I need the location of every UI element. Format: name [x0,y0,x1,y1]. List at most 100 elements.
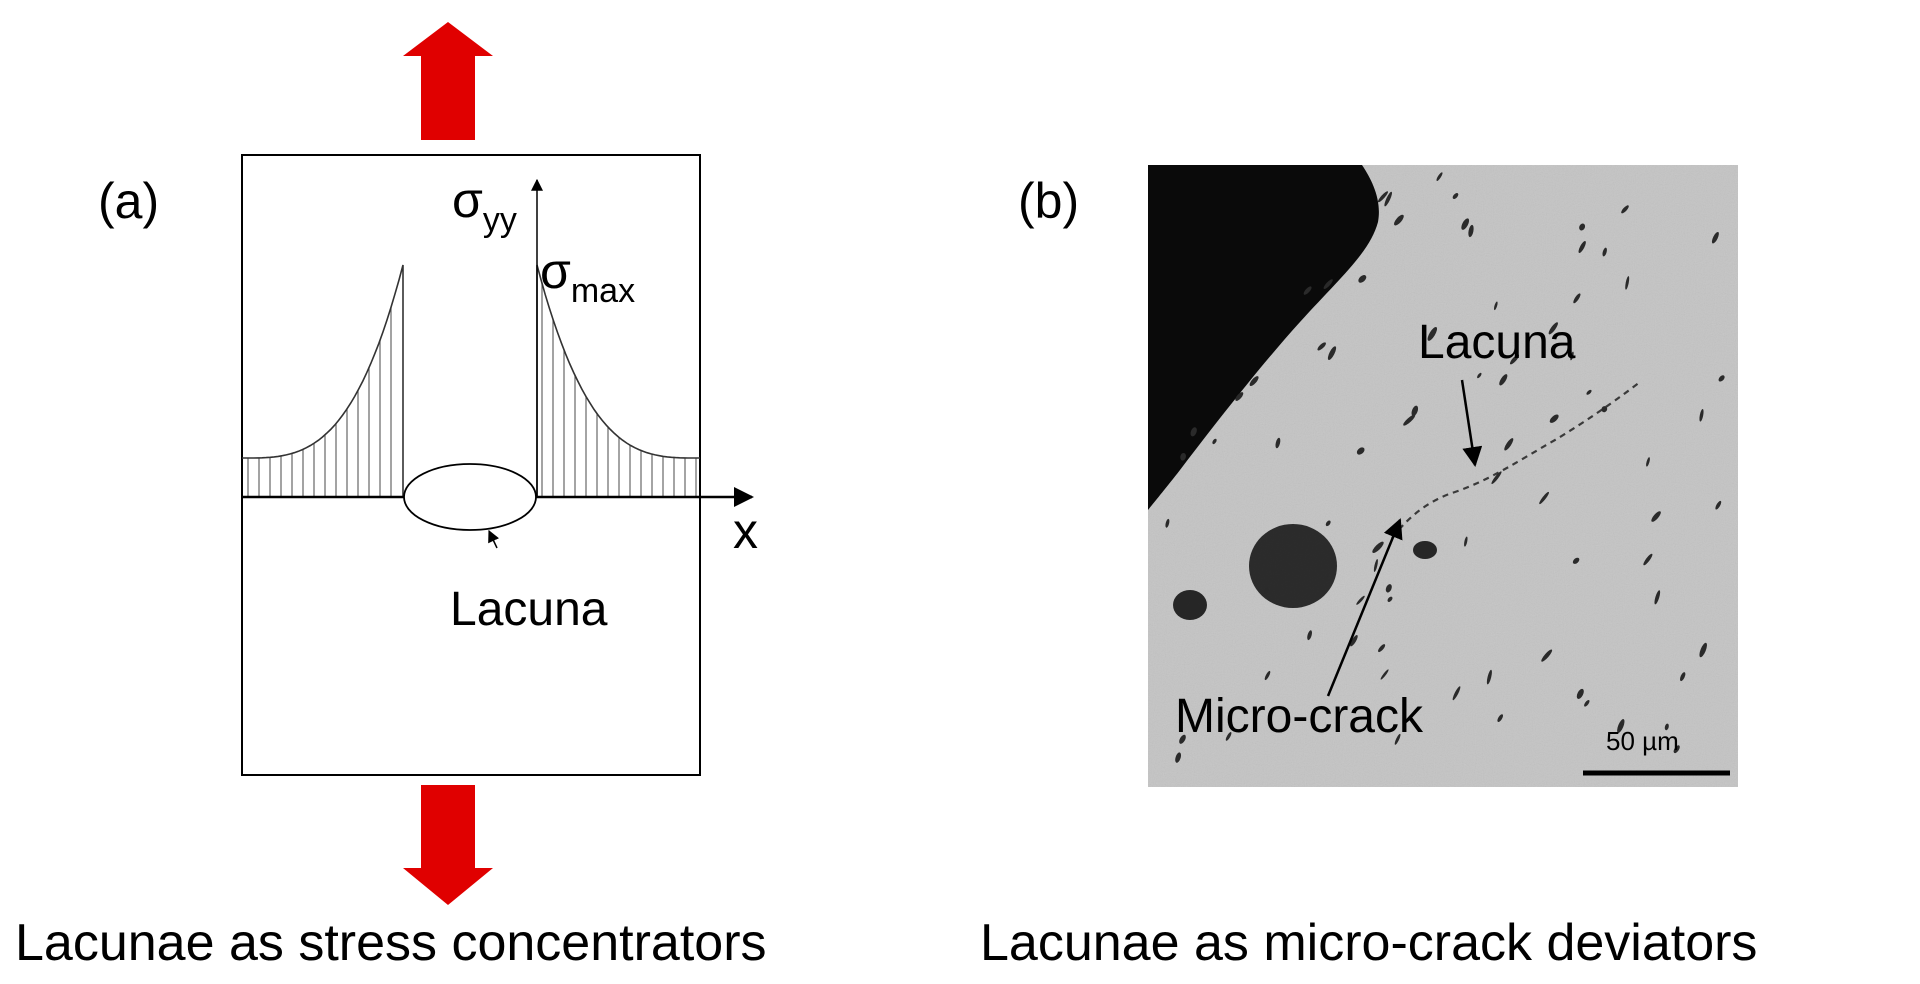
lacuna-dot [1646,457,1650,467]
lacuna-dot [1307,630,1312,641]
stress-curve-left [242,264,404,497]
lacuna-dot [1175,752,1182,763]
lacuna-dot [1356,595,1365,605]
lacuna-dot [1699,409,1704,422]
caption-b: Lacunae as micro-crack deviators [980,914,1757,972]
lacuna-dot [1572,557,1580,564]
lacuna-dot [1385,584,1392,593]
lacuna-dot [1249,376,1259,387]
lacuna-dot [1327,346,1337,360]
lacuna-dot [1578,241,1586,253]
specimen-outline [241,154,701,776]
lacuna-dot [1584,700,1590,707]
lacuna-dot [1394,214,1404,226]
lacuna-dot [1617,719,1625,733]
lacuna-dot [1570,351,1574,361]
sigma-max-label: σmax [540,243,635,310]
lacuna-label-b: Lacuna [1418,316,1576,369]
micrograph [1148,165,1738,787]
lacuna-dot [1625,276,1630,290]
tension-arrow-up-icon [403,22,493,140]
sigma-yy-label: σyy [452,172,517,239]
lacuna-dot [1358,275,1367,283]
lacuna-dot [1378,644,1386,653]
lacuna-dot [1539,491,1549,505]
lacuna-dot [1491,471,1502,485]
lacuna-dot [1477,372,1482,379]
lacuna-dot [1718,375,1725,382]
lacuna-dot [1403,414,1416,426]
lacuna-dot [1180,452,1186,461]
lacuna-dot [1621,205,1629,214]
panel-a: (a) σyy σmax x Lacuna Lacunae as stress … [15,22,767,972]
lacuna-pointer [1460,379,1483,467]
lacuna-dot [1711,231,1719,244]
lacuna-dot [1464,536,1468,547]
lacuna-dot [1579,223,1586,231]
lacuna-dot [1499,374,1508,386]
tension-arrow-down-icon [403,785,493,905]
lacuna-dot [1235,392,1244,401]
lacuna-dot [1264,670,1271,681]
micro-crack-label: Micro-crack [1175,690,1424,743]
stress-hatching [247,283,697,497]
lacuna-dot [1411,405,1419,417]
lacuna-dot [1602,247,1607,257]
lacuna-dot [1394,733,1401,745]
panel-b-label: (b) [1018,173,1079,229]
lacuna-dot [1372,541,1384,553]
lacuna-dot [1356,447,1365,455]
lacuna-dot [1601,406,1608,413]
lacuna-dot [1179,734,1186,744]
lacuna-dot [1654,590,1661,605]
lacuna-dot [1541,649,1553,662]
lacuna-dot [1699,642,1707,658]
lacuna-dot [1317,342,1326,351]
crack-pointer [1326,518,1403,697]
lacuna-dot [1468,224,1474,238]
lacuna-dot [1493,301,1498,311]
lacuna-dot [1576,688,1584,699]
scale-bar-label: 50 µm [1606,726,1679,756]
lacuna-dot [1384,191,1392,207]
panel-a-label: (a) [98,173,159,229]
lacuna-dot [1387,596,1393,602]
stress-curve-right [536,264,700,497]
panel-b: (b) Lacuna Micro-crack 50 µm Lacunae as … [980,165,1757,972]
lacuna-dot [1225,731,1232,741]
lacuna-dot [1165,518,1170,528]
lacuna-label-a: Lacuna [450,583,608,636]
lacuna-dot [1504,438,1514,451]
lacuna-dot [1212,438,1217,445]
canal-void [1148,165,1379,510]
lacuna-dot [1452,193,1459,199]
lacuna-dot [1643,553,1653,566]
lacuna-dot [1715,500,1722,510]
lacuna-dot [1436,172,1443,181]
lacunae-dots [1165,172,1725,763]
lacuna-dot [1303,286,1312,295]
lacuna-dot [1586,389,1592,395]
lacuna-dot [1323,279,1333,289]
lacuna-dot [1452,686,1461,701]
pore [1249,524,1337,608]
lacuna-dot [1680,672,1686,682]
lacuna-dot [1573,293,1581,304]
lacuna-dot [1325,520,1331,527]
micro-crack-line [1391,381,1641,539]
pore [1173,590,1207,620]
lacuna-dot [1427,326,1438,341]
lacuna-dot [1275,437,1281,449]
lacuna-dot [1651,511,1661,522]
x-axis-label: x [733,503,758,559]
lacuna-dot [1549,414,1559,423]
lacuna-dot [1373,559,1378,572]
pore [1413,541,1437,559]
lacuna-dot [1486,669,1492,685]
lacuna-dot [1380,669,1389,680]
lacuna-dot [1378,191,1389,203]
lacuna-dot [1264,587,1269,595]
lacuna-dot [1664,723,1669,731]
lacuna-ellipse [403,463,537,531]
